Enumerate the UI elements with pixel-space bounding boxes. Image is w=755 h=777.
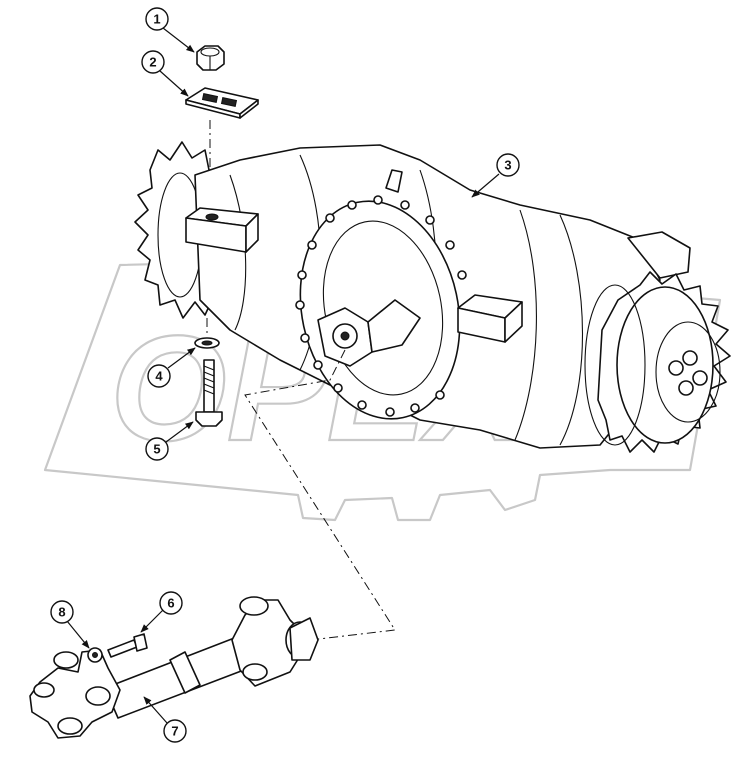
left-mounting-bracket — [185, 207, 259, 253]
top-right-lug — [627, 231, 691, 279]
nut-part — [196, 45, 225, 71]
callout-2-label: 2 — [149, 55, 156, 70]
driveshaft-guide-line — [244, 349, 396, 641]
breather-fitting — [385, 169, 403, 193]
plate-part — [185, 87, 259, 119]
callout-1: 1 — [145, 7, 195, 53]
callout-7-label: 7 — [171, 724, 178, 739]
cap-screw-part — [107, 633, 148, 658]
callout-5-label: 5 — [153, 442, 160, 457]
bolt-part — [195, 359, 223, 427]
callout-4: 4 — [147, 347, 196, 388]
differential-flange — [299, 200, 461, 420]
axle-assembly — [134, 141, 731, 453]
callout-8: 8 — [50, 600, 90, 649]
callout-5: 5 — [145, 421, 194, 461]
flange-bolts — [295, 195, 470, 417]
callout-3-label: 3 — [504, 158, 511, 173]
right-mounting-bracket — [457, 294, 523, 343]
callout-7: 7 — [143, 696, 187, 743]
lock-washer-part — [87, 647, 103, 663]
callout-3: 3 — [471, 153, 520, 198]
callout-2: 2 — [141, 50, 189, 97]
callout-6: 6 — [140, 591, 183, 633]
callout-1-label: 1 — [153, 12, 160, 27]
callout-6-label: 6 — [167, 596, 174, 611]
drive-shaft-part — [29, 596, 319, 739]
input-yoke — [317, 299, 421, 367]
callout-4-label: 4 — [155, 369, 163, 384]
callout-8-label: 8 — [58, 605, 65, 620]
washer-part — [194, 337, 220, 349]
